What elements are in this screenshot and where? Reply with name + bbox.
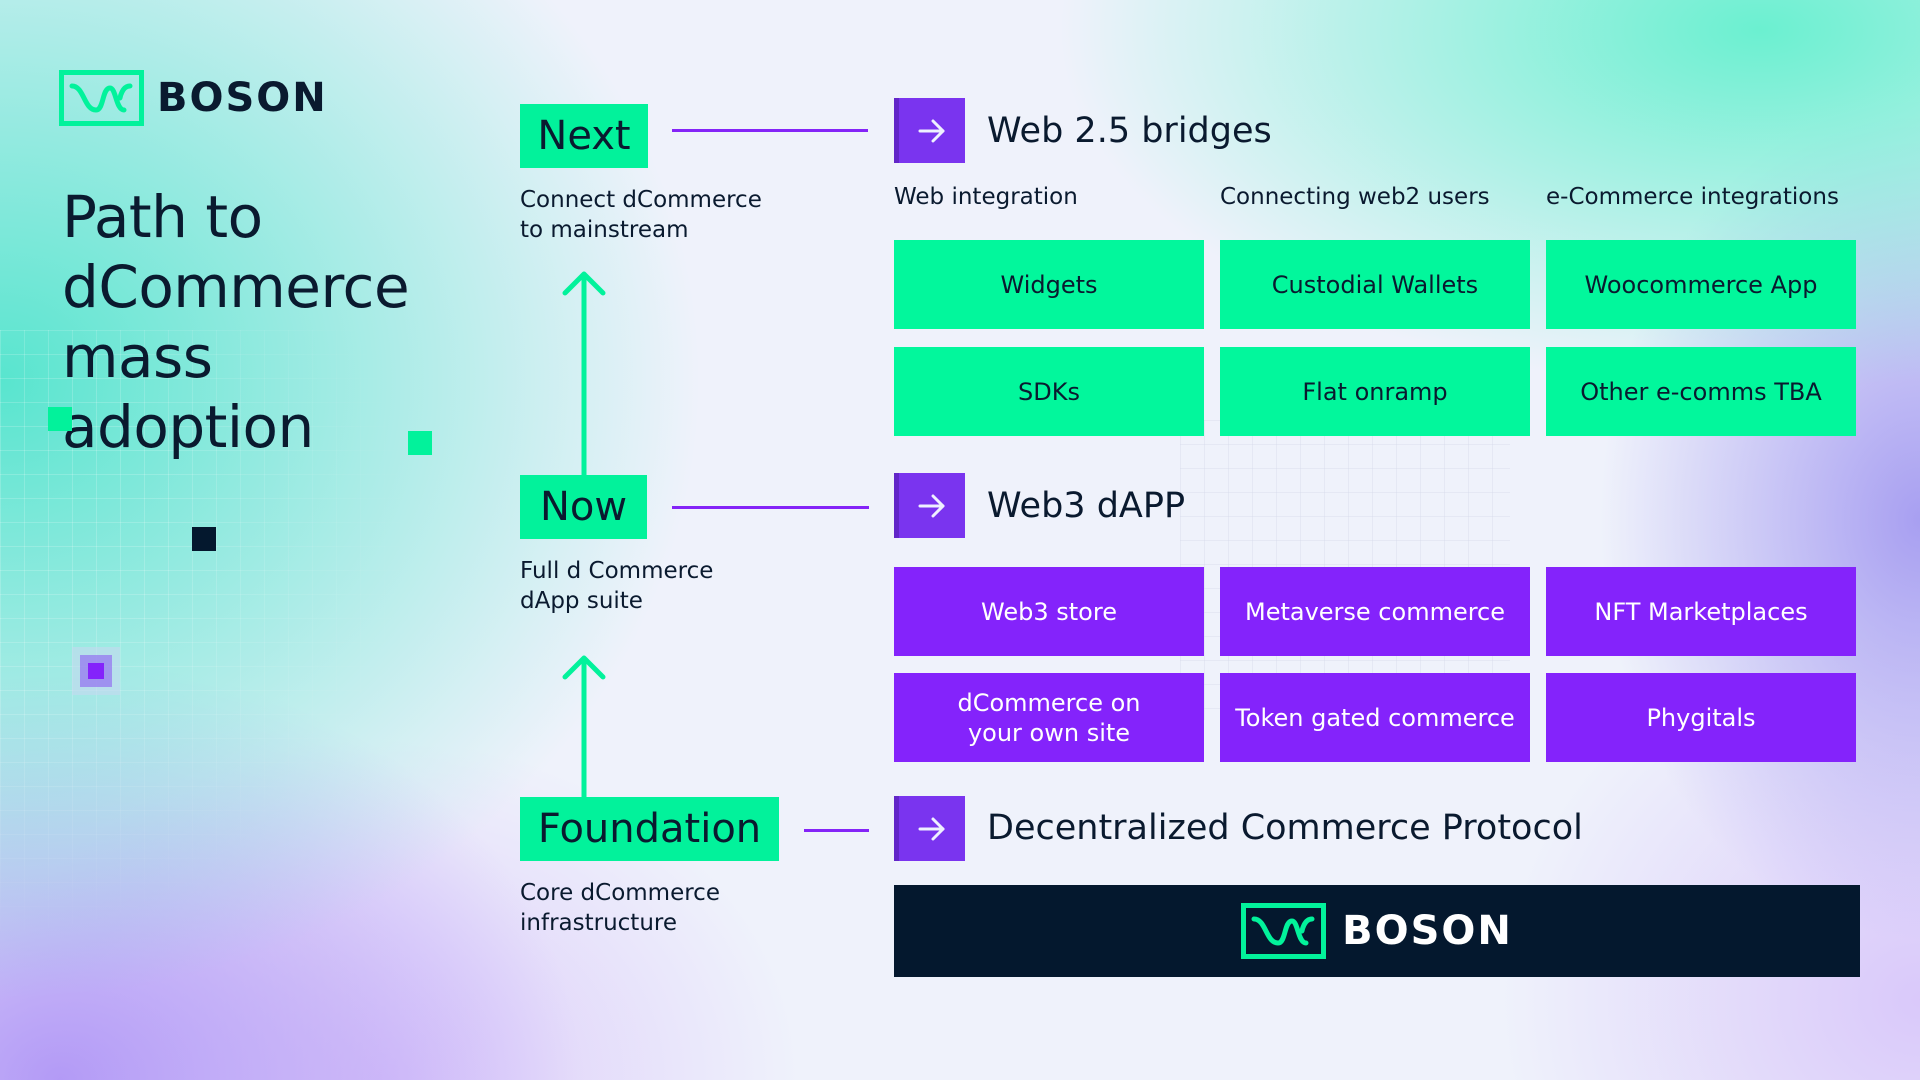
section-title: Decentralized Commerce Protocol [987,808,1583,848]
column-label: Web integration [894,184,1078,210]
description-line: dApp suite [520,588,643,614]
section-arrow-box [894,796,965,861]
decor-square-green [48,407,72,431]
arrow-right-icon [918,817,945,840]
tile: Woocommerce App [1546,240,1856,329]
stage-next-description: Connect dCommerce to mainstream [520,185,762,245]
tile: Other e-comms TBA [1546,347,1856,436]
column-label: Connecting web2 users [1220,184,1490,210]
tile: Widgets [894,240,1204,329]
page-title: Path to dCommerce mass adoption [62,183,410,461]
tile: Flat onramp [1220,347,1530,436]
boson-logo-icon [59,70,144,126]
description-line: to mainstream [520,217,689,243]
description-line: Full d Commerce [520,558,714,584]
stage-label: Foundation [537,806,762,852]
boson-logo-icon [1241,903,1327,959]
connector-line [672,506,869,509]
section-arrow-box [894,98,965,163]
stage-label: Now [539,484,628,530]
boson-banner: BOSON [894,885,1860,977]
stage-label: Next [537,113,631,159]
arrow-right-icon [918,119,945,142]
stage-next: Next [520,104,648,168]
tile: Web3 store [894,567,1204,656]
stage-now-description: Full d Commerce dApp suite [520,556,713,616]
stage-foundation: Foundation [520,797,779,861]
section-title: Web3 dAPP [987,486,1186,526]
decor-square-green [408,431,432,455]
tile: Phygitals [1546,673,1856,762]
tile: Token gated commerce [1220,673,1530,762]
section-arrow-box [894,473,965,538]
tile: NFT Marketplaces [1546,567,1856,656]
up-arrow-icon [562,655,606,798]
tile: SDKs [894,347,1204,436]
description-line: Connect dCommerce [520,187,762,213]
brand-name: BOSON [157,75,328,121]
decor-square-purple [88,663,104,679]
stage-foundation-description: Core dCommerce infrastructure [520,878,720,938]
tile: dCommerce on your own site [894,673,1204,762]
connector-line [804,829,869,832]
decor-square-navy [192,527,216,551]
column-label: e-Commerce integrations [1546,184,1839,210]
tile: Metaverse commerce [1220,567,1530,656]
banner-brand-name: BOSON [1342,908,1513,954]
arrow-right-icon [918,494,945,517]
description-line: infrastructure [520,910,677,936]
tile: Custodial Wallets [1220,240,1530,329]
up-arrow-icon [562,271,606,478]
section-title: Web 2.5 bridges [987,111,1272,151]
stage-now: Now [520,475,647,539]
description-line: Core dCommerce [520,880,720,906]
connector-line [672,129,868,132]
